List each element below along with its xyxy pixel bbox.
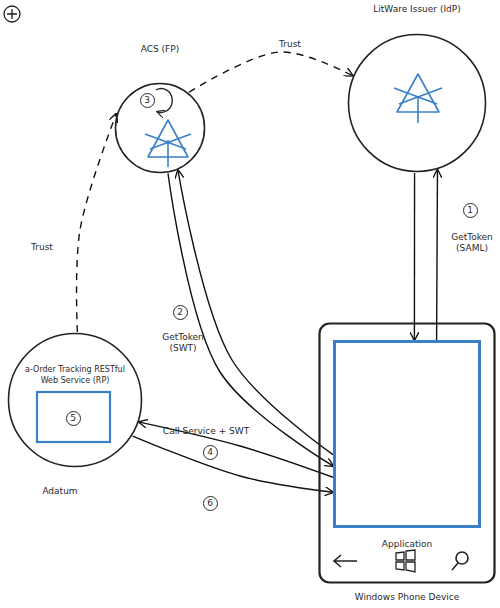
search-button	[452, 552, 468, 570]
node-outline	[333, 340, 481, 528]
edge-label: GetToken (SAML)	[445, 232, 499, 254]
app-screen: Application	[333, 340, 481, 528]
message-arrow	[168, 173, 333, 466]
start-button	[396, 550, 415, 572]
node-label: LitWare Issuer (IdP)	[337, 4, 497, 15]
message-arrow	[414, 173, 416, 340]
node-label: a-Order Tracking RESTful Web Service (RP…	[17, 364, 133, 386]
circle-outline	[116, 84, 205, 173]
node-label: Application	[333, 539, 481, 550]
trust-arrow	[77, 114, 117, 332]
issuer-circle: LitWare Issuer (IdP)	[347, 33, 487, 173]
callout-number: 1	[463, 203, 478, 218]
message-arrow	[133, 436, 333, 492]
phone-device: Windows Phone DeviceApplication	[318, 322, 496, 584]
message-arrow	[139, 422, 333, 477]
issuer-logo	[394, 74, 442, 123]
node-outline	[114, 82, 206, 174]
edge-label: Call Service + SWT	[146, 426, 266, 437]
node-outline	[7, 332, 143, 468]
message-arrow	[178, 170, 333, 454]
circle-outline	[349, 35, 486, 172]
node-outline	[347, 33, 487, 173]
node-label: ACS (FP)	[94, 44, 226, 55]
message-arrow	[436, 170, 438, 340]
back-button	[334, 555, 357, 567]
trust-arrow	[189, 52, 353, 92]
edge-label: Trust	[17, 242, 67, 253]
callout-number: 2	[173, 305, 188, 320]
phone-outline	[320, 324, 495, 583]
loop-arrow	[156, 89, 172, 113]
edge-label: Trust	[265, 39, 315, 50]
service-window	[37, 392, 110, 442]
issuer-logo	[145, 120, 191, 167]
callout-number: 3	[140, 93, 155, 108]
service-circle: a-Order Tracking RESTful Web Service (RP…	[7, 332, 143, 468]
provider-circle: ACS (FP)	[114, 82, 206, 174]
edge-label: GetToken (SWT)	[155, 332, 211, 354]
company-name: Adatum	[30, 486, 90, 496]
screen-outline	[335, 342, 480, 527]
add-symbol	[4, 6, 20, 22]
node-label: Windows Phone Device	[308, 592, 500, 603]
circle-outline	[9, 334, 142, 467]
callout-number: 4	[203, 445, 218, 460]
callout-number: 6	[203, 496, 218, 511]
callout-number: 5	[66, 411, 81, 426]
